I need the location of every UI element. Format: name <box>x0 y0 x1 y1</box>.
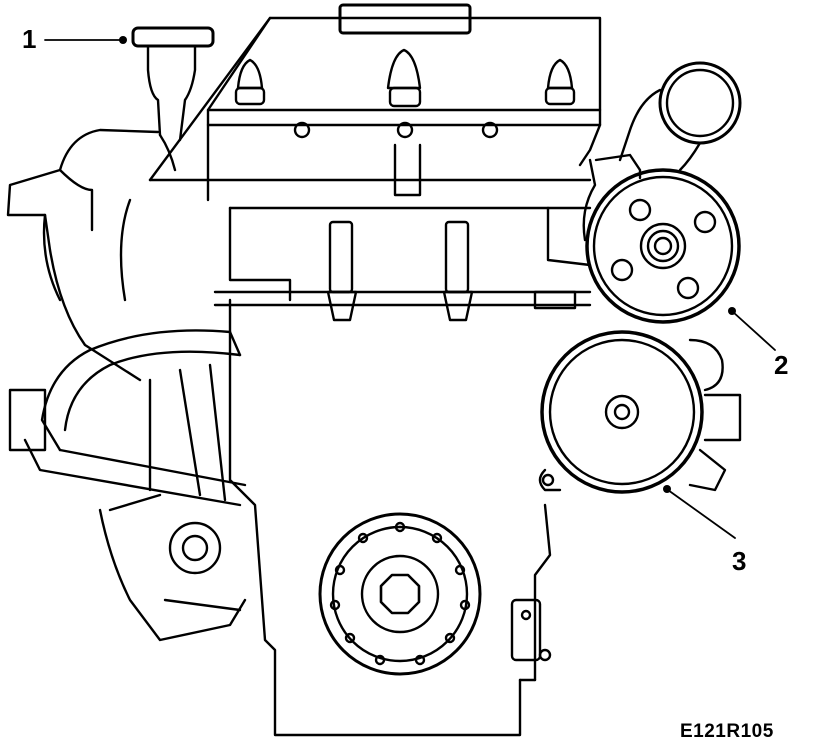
idler-pulley <box>538 330 742 494</box>
callout-3: 3 <box>732 546 747 576</box>
leader-line-3 <box>663 485 736 539</box>
spark-plug-bosses <box>234 48 576 108</box>
cylinder-head-body <box>148 123 592 302</box>
oil-filler-neck <box>131 26 215 172</box>
leader-line-2 <box>728 307 776 351</box>
power-steering-pulley <box>582 158 741 324</box>
figure-code: E121R105 <box>680 721 774 742</box>
engine-block-lower <box>98 298 552 737</box>
head-bolt-holes <box>293 121 499 139</box>
callout-1: 1 <box>22 24 37 54</box>
leader-line-1 <box>44 36 127 44</box>
valve-cover <box>148 3 602 182</box>
intake-manifold-left <box>6 128 160 382</box>
exhaust-manifold <box>8 329 247 507</box>
thermostat-housing <box>594 61 742 180</box>
crankshaft-pulley <box>318 512 482 676</box>
injector-rails <box>213 220 592 322</box>
sensor-bracket <box>510 598 552 662</box>
callout-2: 2 <box>774 350 789 380</box>
